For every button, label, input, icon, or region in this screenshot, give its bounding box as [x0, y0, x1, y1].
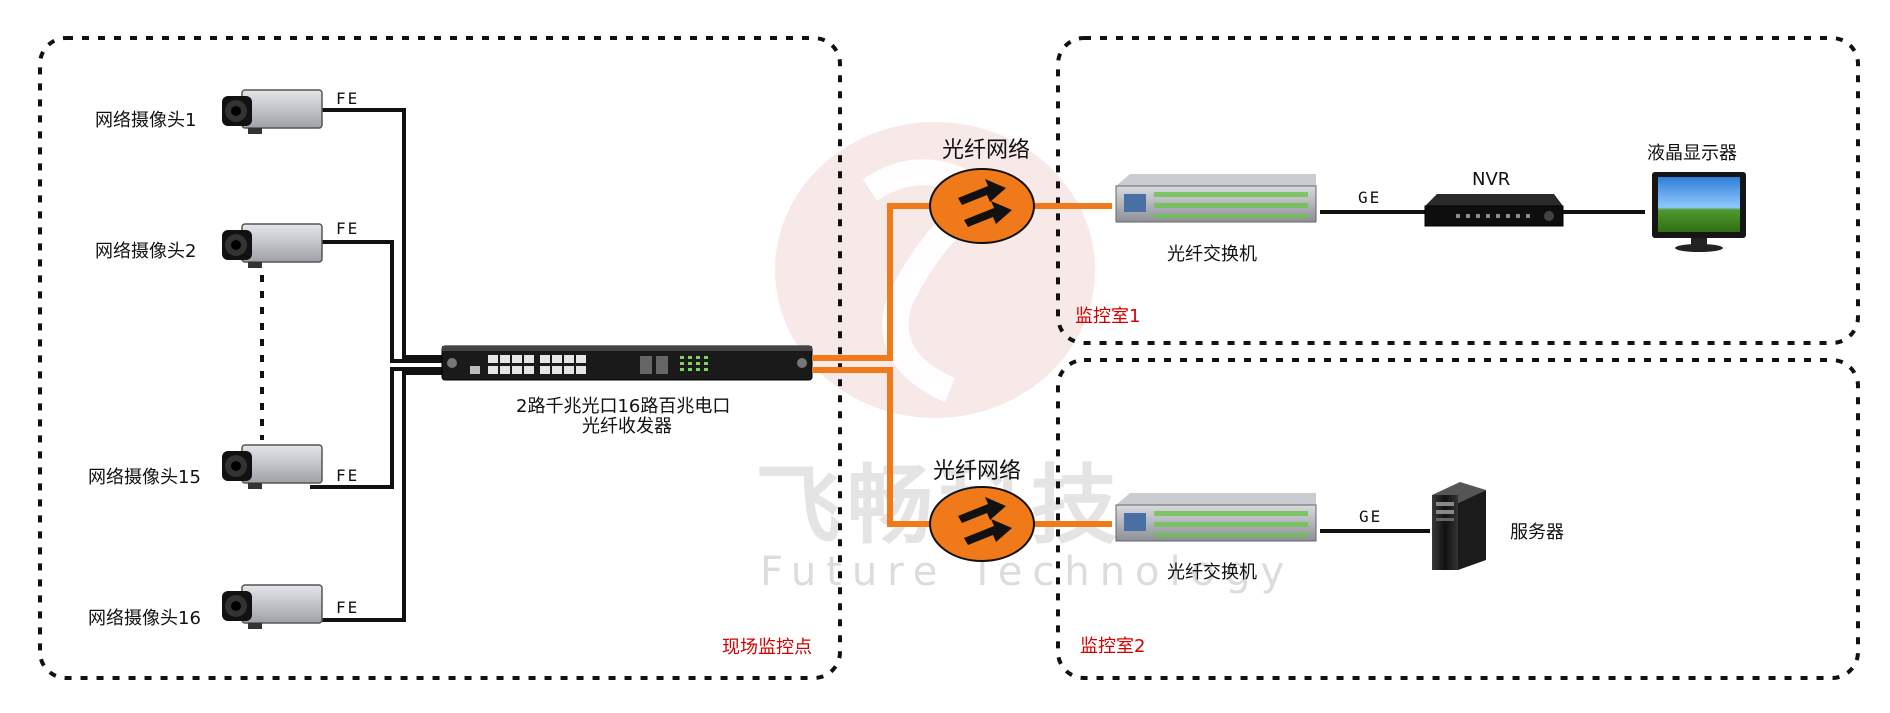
monitor-label: 液晶显示器 — [1647, 143, 1737, 164]
zone-room1 — [1056, 36, 1860, 345]
camera-15 — [222, 444, 323, 489]
fiber-network-bottom — [929, 486, 1035, 562]
link-camera-15 — [310, 367, 448, 489]
zone-site — [38, 36, 842, 680]
room1-fiber-switch — [1115, 174, 1317, 223]
zone-room2-label: 监控室2 — [1080, 636, 1145, 657]
link-label-2: FE — [336, 219, 359, 238]
link-camera-1 — [310, 108, 448, 359]
watermark-en: Future Technology — [760, 549, 1294, 595]
server-tower — [1432, 482, 1486, 570]
link-label-16: FE — [336, 598, 359, 617]
camera-1-label: 网络摄像头1 — [95, 110, 196, 131]
copper-links — [310, 108, 448, 622]
camera-15-label: 网络摄像头15 — [88, 467, 201, 488]
room2-switch-label: 光纤交换机 — [1167, 562, 1257, 583]
link-camera-16 — [310, 371, 448, 622]
fiber-transceiver — [441, 345, 813, 381]
room1-link-label: GE — [1358, 188, 1381, 207]
room1-switch-label: 光纤交换机 — [1167, 244, 1257, 265]
zone-room1-label: 监控室1 — [1075, 306, 1140, 327]
zone-room2 — [1056, 358, 1860, 680]
zone-site-label: 现场监控点 — [722, 637, 812, 658]
camera-2 — [222, 223, 323, 268]
fiber-network-top — [929, 168, 1035, 244]
transceiver-label-line2: 光纤收发器 — [582, 416, 672, 437]
room2-link-label: GE — [1359, 507, 1382, 526]
watermark-logo-swirl — [862, 159, 1016, 402]
camera-1 — [222, 89, 323, 134]
link-label-15: FE — [336, 466, 359, 485]
link-label-1: FE — [336, 89, 359, 108]
camera-16-label: 网络摄像头16 — [88, 608, 201, 629]
link-camera-2 — [310, 240, 448, 363]
nvr-device — [1424, 194, 1564, 227]
room2-fiber-switch — [1115, 493, 1317, 542]
camera-16 — [222, 584, 323, 629]
nvr-label: NVR — [1472, 169, 1510, 190]
server-label: 服务器 — [1510, 522, 1564, 543]
transceiver-label-line1: 2路千兆光口16路百兆电口 — [516, 396, 730, 417]
fiber-network-bottom-label: 光纤网络 — [933, 459, 1021, 484]
lcd-monitor — [1652, 172, 1746, 252]
fiber-network-top-label: 光纤网络 — [942, 138, 1030, 163]
camera-2-label: 网络摄像头2 — [95, 241, 196, 262]
